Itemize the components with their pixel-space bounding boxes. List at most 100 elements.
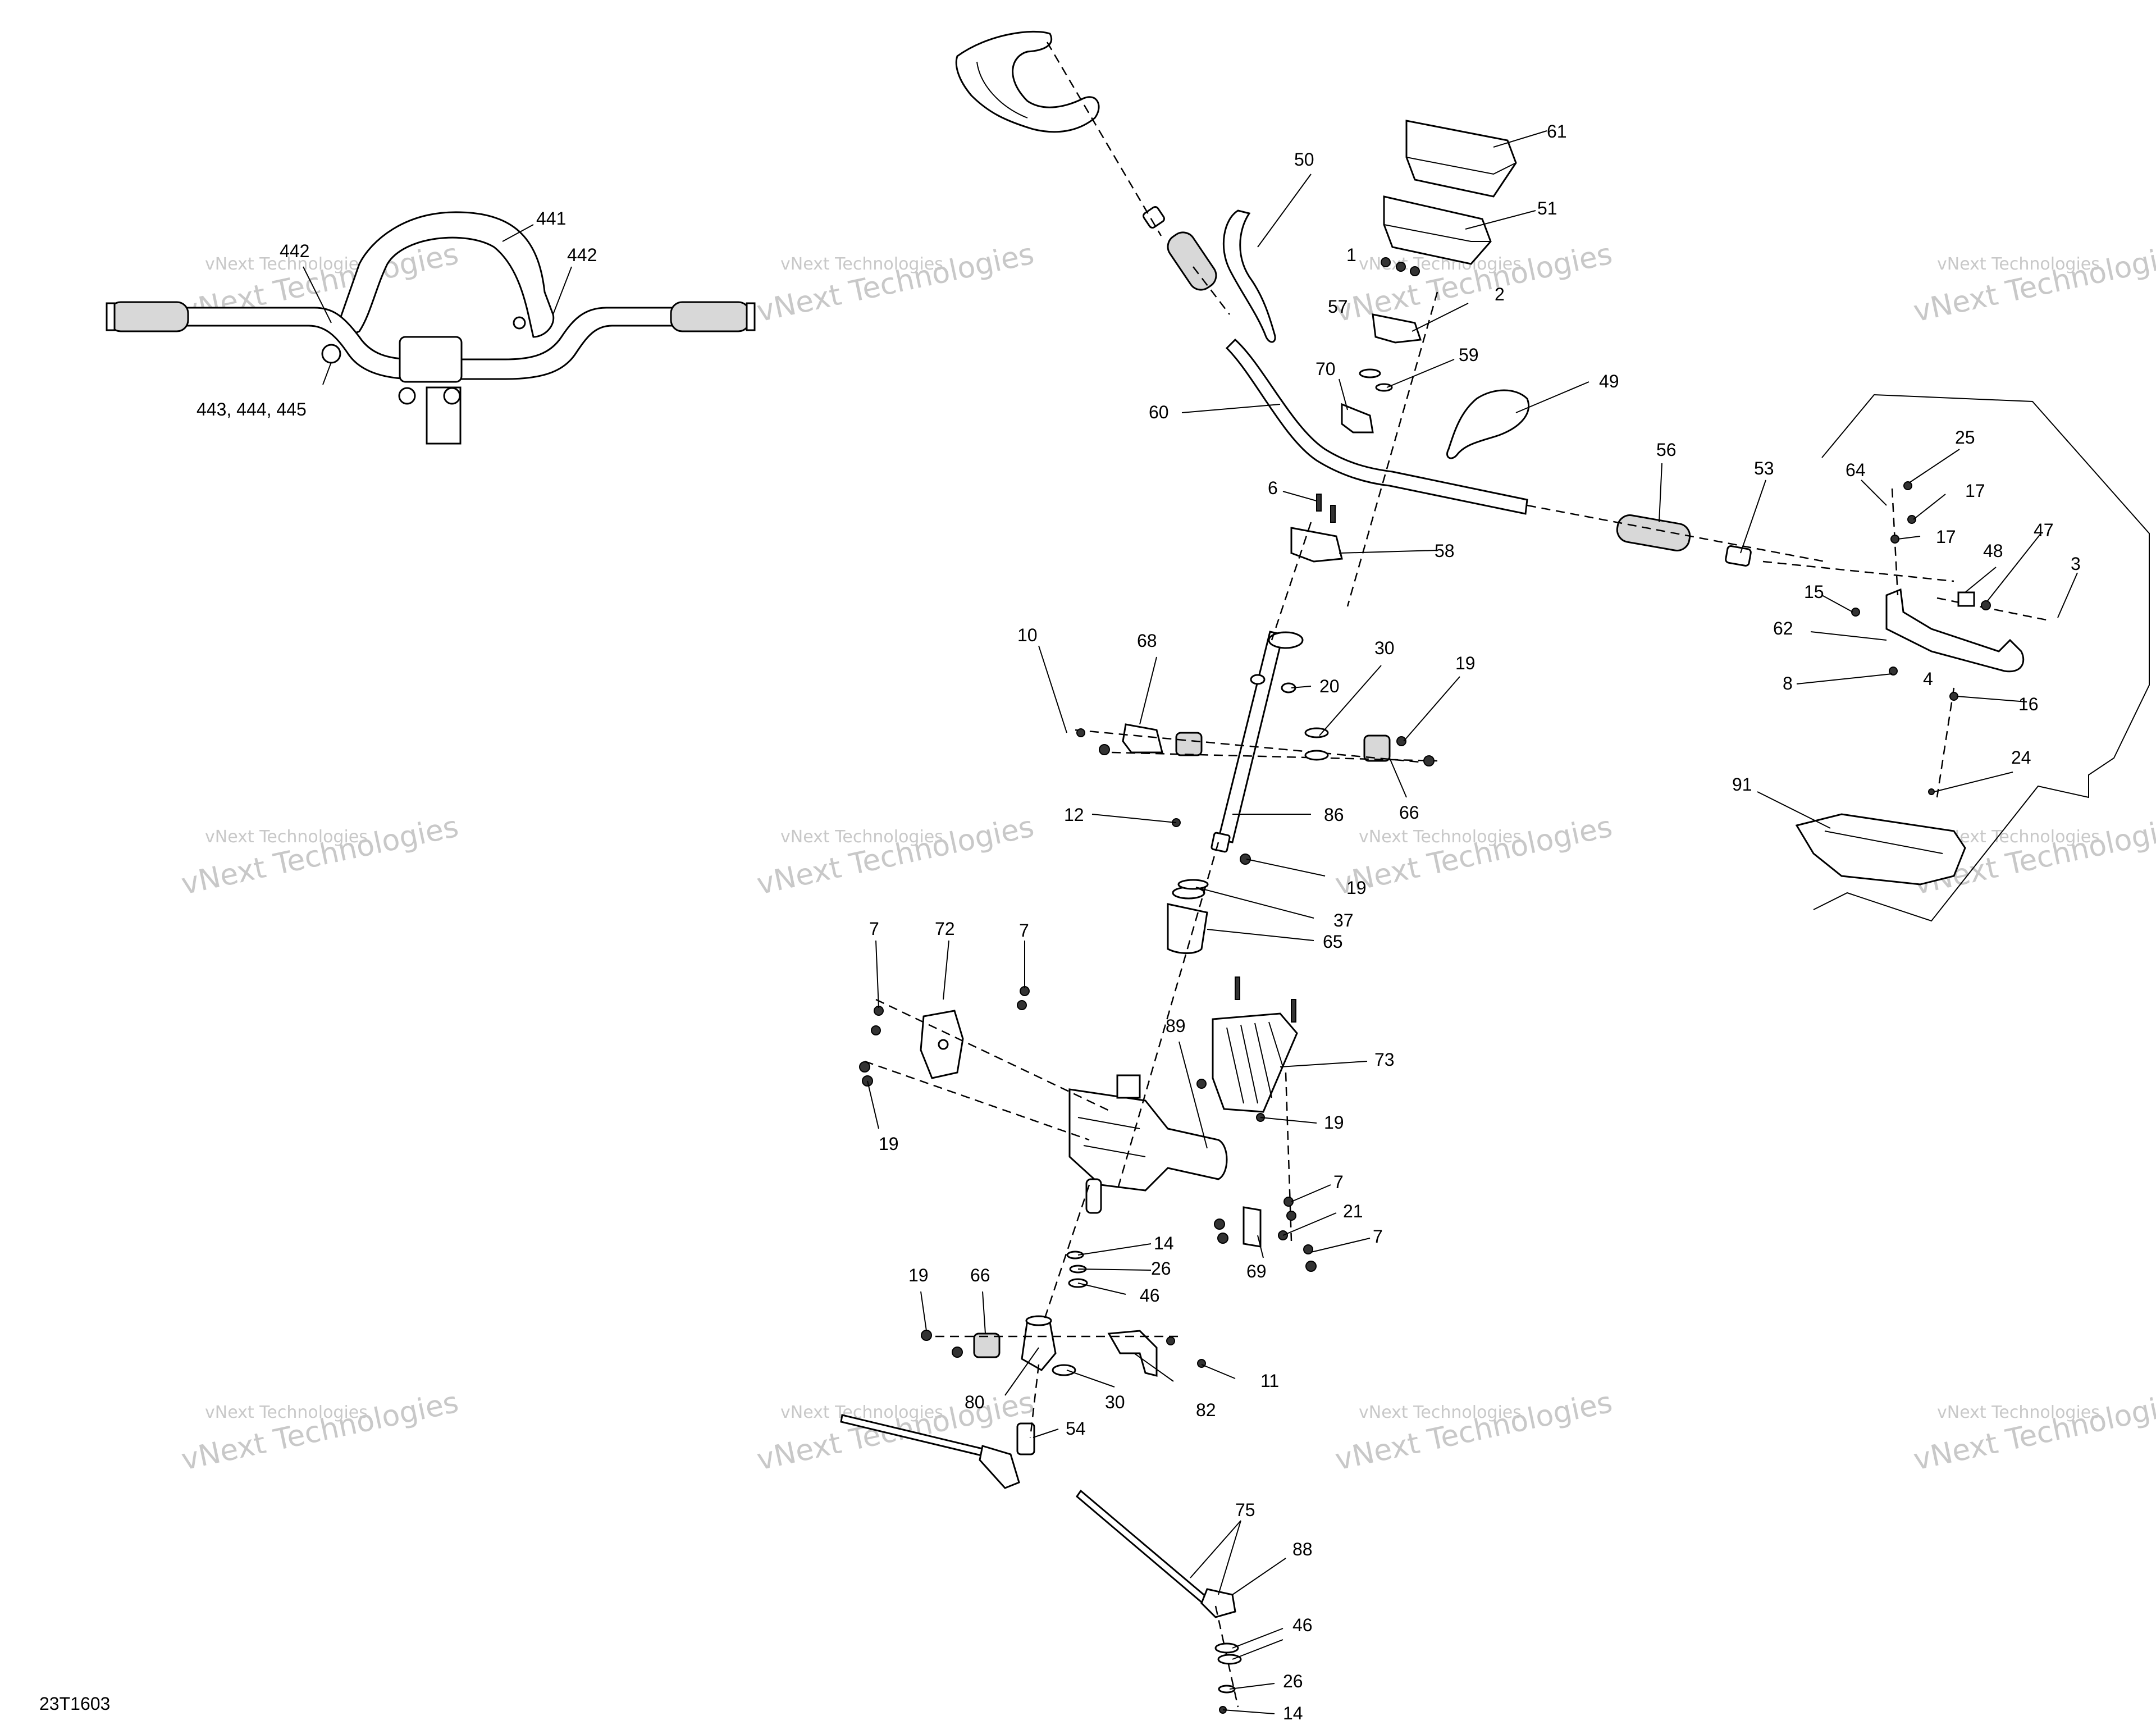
callout-4: 4 [1923,669,1933,689]
callout-7: 7 [1373,1226,1383,1247]
diagram-code: 23T1603 [39,1694,111,1714]
cover-73 [1212,1012,1298,1113]
callout-89: 89 [1166,1016,1186,1036]
callout-441: 441 [536,208,566,229]
callout-10: 10 [1017,625,1038,645]
hand-guard-shell-91 [1795,813,1966,886]
callout-60: 60 [1149,402,1169,422]
watermark-text: vNext Technologies [205,827,368,847]
callout-11: 11 [1260,1371,1279,1391]
hand-guard-bracket-62 [1885,588,2025,673]
callout-37: 37 [1333,910,1354,930]
callout-30: 30 [1105,1392,1125,1412]
callout-17: 17 [1965,481,1985,501]
bearing-66-upper [1175,732,1391,762]
callout-64: 64 [1846,460,1866,480]
callout-7: 7 [1019,920,1029,941]
clamp-58 [1290,527,1343,563]
callout-51: 51 [1537,198,1557,218]
watermark-text: vNext Technologies [1937,254,2100,274]
callout-16: 16 [2018,694,2039,714]
inset-handlebar-assembly [106,211,756,445]
pitman-arm-80 [1021,1315,1057,1371]
cover-61 [1405,120,1517,198]
callout-88: 88 [1292,1539,1313,1559]
callout-17: 17 [1936,527,1956,547]
callout-442: 442 [567,245,597,265]
callout-7: 7 [869,919,879,939]
hand-guard [955,30,1100,133]
callout-73: 73 [1374,1049,1395,1070]
callout-66: 66 [970,1265,990,1285]
callout-65: 65 [1323,932,1343,952]
callout-442: 442 [280,241,309,261]
handlebar-60 [1225,338,1528,515]
callout-26: 26 [1151,1258,1171,1279]
watermark-text: vNext Technologies [1332,1385,1615,1477]
callout-69: 69 [1246,1261,1267,1281]
bracket-72 [920,1010,964,1079]
callout-3: 3 [2071,554,2081,574]
callout-91: 91 [1732,774,1752,795]
boot-65 [1167,886,1208,954]
watermark-text: vNext Technologies [205,1403,368,1422]
tie-rod-left [840,1414,1035,1489]
callout-26: 26 [1283,1671,1303,1691]
callout-57: 57 [1328,296,1348,317]
callout-14: 14 [1283,1703,1303,1723]
callout-19: 19 [1324,1112,1344,1133]
callout-58: 58 [1435,541,1455,561]
callout-1: 1 [1346,245,1356,265]
callout-48: 48 [1983,541,2003,561]
mirror-50 [1222,209,1276,343]
bearing-66-lower [973,1332,1001,1358]
watermark-text: vNext Technologies [1937,1403,2100,1422]
callout-labels: 441 442 442 443, 444, 445 61 50 51 1 2 5… [197,121,2081,1723]
callout-50: 50 [1294,149,1314,170]
callout-8: 8 [1783,673,1793,693]
callout-86: 86 [1324,805,1344,825]
hardware [859,257,1991,1714]
watermark-text: vNext Technologies [1359,1403,1522,1422]
bracket-68 [1122,723,1163,754]
tie-rod-75 [1075,1489,1236,1618]
power-steering-unit-89 [1068,1074,1228,1214]
callout-62: 62 [1773,618,1793,638]
watermark-text: vNext Technologies [1359,827,1522,847]
watermark-text: vNext Technologies [1911,1385,2156,1477]
bar-end-53 [1725,545,1752,567]
callout-82: 82 [1196,1400,1216,1420]
watermark-text: vNext Technologies [179,810,462,901]
callout-54: 54 [1066,1418,1086,1439]
callout-56: 56 [1656,440,1677,460]
callout-68: 68 [1137,631,1157,651]
callout-19: 19 [908,1265,929,1285]
callout-30: 30 [1374,638,1395,658]
callout-20: 20 [1319,676,1340,696]
watermark-text: vNext Technologies [179,1385,462,1477]
clamp-70 [1341,403,1374,433]
watermark-text: vNext Technologies [205,254,368,274]
callout-70: 70 [1315,359,1336,379]
callout-443-444-445: 443, 444, 445 [197,399,307,419]
callout-46: 46 [1140,1285,1160,1306]
bracket-82 [1107,1330,1158,1377]
callout-12: 12 [1064,805,1084,825]
callout-24: 24 [2011,747,2031,768]
callout-2: 2 [1495,284,1505,304]
callout-75: 75 [1235,1500,1255,1520]
callout-19: 19 [1455,653,1476,673]
watermark-text: vNext Technologies [754,237,1037,328]
callout-6: 6 [1268,478,1278,498]
cover-51 [1383,195,1492,265]
grip-right-56 [1616,514,1691,551]
watermark-text: vNext Technologies [1937,827,2100,847]
callout-72: 72 [935,919,955,939]
watermark-text: vNext Technologies [1332,810,1615,901]
callout-15: 15 [1804,582,1824,602]
callout-14: 14 [1154,1233,1174,1253]
callout-66: 66 [1399,802,1419,823]
mirror-49 [1446,389,1530,459]
callout-19: 19 [1346,878,1367,898]
callout-49: 49 [1599,371,1619,391]
